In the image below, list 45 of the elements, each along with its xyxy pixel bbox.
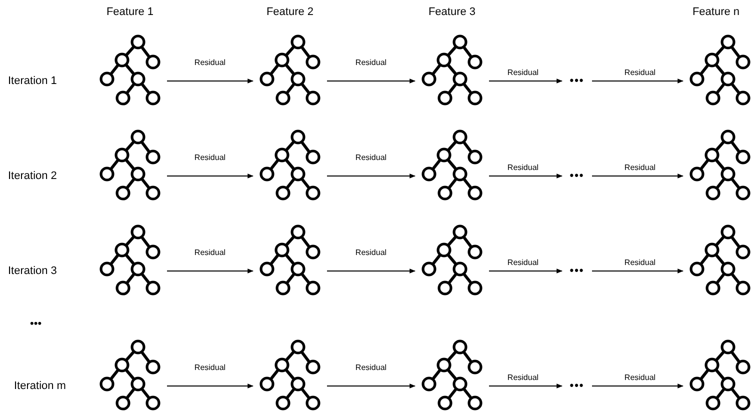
column-header: Feature 1 <box>105 6 155 20</box>
edge-label: Residual <box>355 154 387 162</box>
edge-label: Residual <box>194 59 226 67</box>
edge-label: Residual <box>624 164 656 172</box>
edge-label: Residual <box>355 249 387 257</box>
arrow <box>166 268 254 274</box>
arrow <box>166 174 254 178</box>
row-label: Iteration m <box>14 380 67 394</box>
ellipsis-text: ••• <box>570 76 584 86</box>
edge-label: Residual <box>355 364 387 372</box>
ellipsis-text: ••• <box>570 266 584 276</box>
edge-label: Residual <box>507 164 539 172</box>
edge-label: Residual <box>507 374 539 382</box>
arrow <box>326 174 416 178</box>
ellipsis-text: ••• <box>570 380 584 392</box>
arrow <box>326 268 416 274</box>
edge-label: Residual <box>507 259 539 267</box>
edge-label: Residual <box>624 259 656 267</box>
arrow <box>488 268 563 274</box>
arrow <box>592 78 684 84</box>
column-header: Feature 3 <box>427 6 477 20</box>
edge-label: Residual <box>507 69 539 77</box>
arrow <box>326 384 416 388</box>
row-label: Iteration 1 <box>8 75 58 89</box>
edge-label: Residual <box>624 69 656 77</box>
arrow <box>592 268 684 274</box>
row-label: Iteration 3 <box>8 265 58 279</box>
arrow <box>166 384 254 388</box>
row-label: ••• <box>30 318 43 332</box>
edge-label: Residual <box>355 59 387 67</box>
arrow <box>166 78 254 84</box>
row-label: Iteration 2 <box>8 170 58 184</box>
arrow <box>488 174 563 178</box>
arrow <box>592 384 684 388</box>
edge-label: Residual <box>624 374 656 382</box>
column-header: Feature 2 <box>265 6 315 20</box>
edge-label: Residual <box>194 249 226 257</box>
arrow <box>488 384 563 388</box>
arrow <box>592 174 684 178</box>
arrow <box>326 78 416 84</box>
ellipsis-text: ••• <box>570 170 584 182</box>
edge-label: Residual <box>194 154 226 162</box>
arrow <box>488 78 563 84</box>
edge-label: Residual <box>194 364 226 372</box>
column-header: Feature n <box>691 6 741 20</box>
